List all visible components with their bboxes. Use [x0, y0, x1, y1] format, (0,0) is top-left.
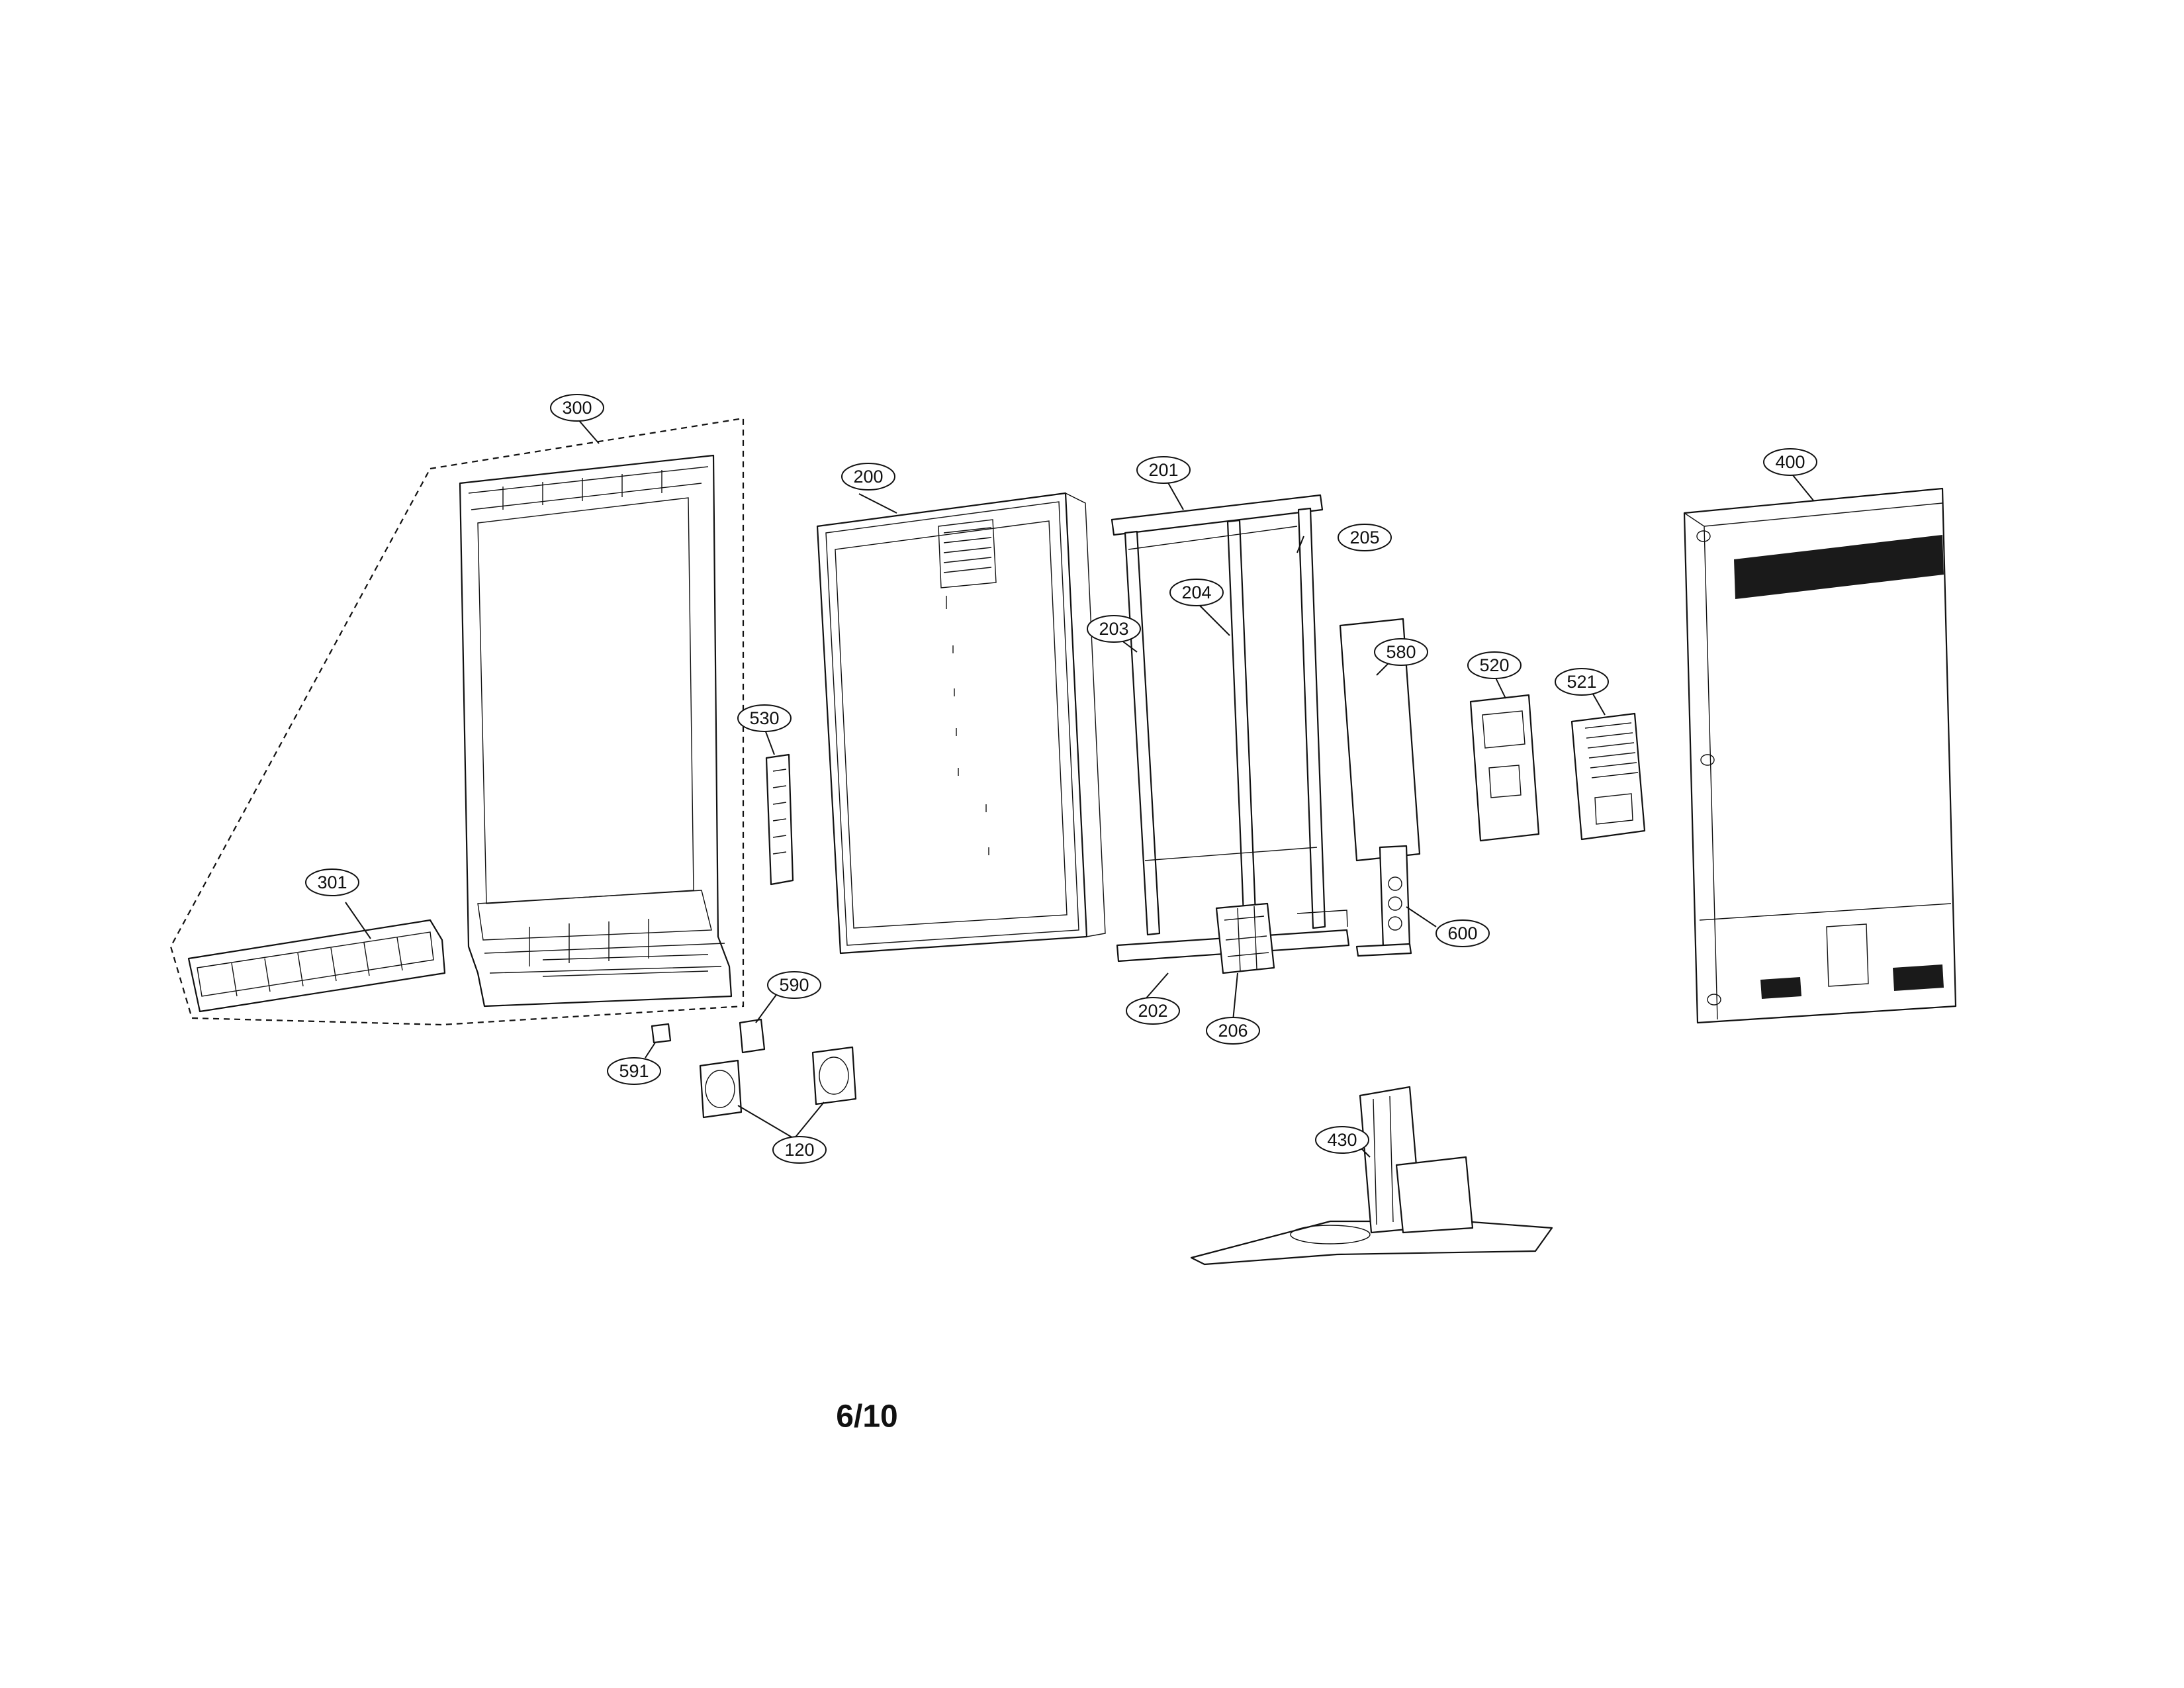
callout-120: 120	[772, 1136, 827, 1164]
callout-203: 203	[1087, 615, 1141, 643]
callout-201-label: 201	[1148, 460, 1178, 480]
callout-206: 206	[1206, 1017, 1260, 1045]
part-120-speakers	[699, 1046, 857, 1119]
part-580-sheet	[1339, 618, 1421, 862]
callout-120-label: 120	[784, 1140, 814, 1160]
callout-301: 301	[305, 868, 359, 896]
callout-530-label: 530	[749, 708, 779, 728]
callout-301-label: 301	[317, 872, 347, 892]
callout-590-label: 590	[779, 975, 809, 995]
callout-203-label: 203	[1099, 619, 1128, 639]
callout-200-label: 200	[853, 467, 883, 487]
part-430-stand	[1190, 1086, 1553, 1266]
callout-600-label: 600	[1447, 923, 1477, 943]
callout-300-label: 300	[562, 398, 592, 418]
callout-201: 201	[1136, 456, 1191, 484]
part-301-bottom-trim	[187, 919, 446, 1013]
part-200-lcd-panel	[816, 492, 1106, 955]
callout-591-label: 591	[619, 1061, 649, 1081]
callout-300: 300	[550, 394, 604, 422]
callout-521: 521	[1555, 668, 1609, 696]
part-521-shield-board	[1570, 712, 1646, 841]
part-300-front-cabinet	[459, 454, 733, 1008]
callout-200: 200	[841, 463, 895, 491]
callout-580: 580	[1374, 638, 1428, 666]
part-400-back-cover	[1683, 487, 1957, 1024]
callout-206-label: 206	[1218, 1021, 1248, 1041]
callout-202-label: 202	[1138, 1001, 1167, 1021]
part-530-control-keys	[765, 753, 794, 886]
part-206-stand-bracket	[1215, 902, 1275, 974]
part-591-small-board	[651, 1023, 672, 1044]
callout-205: 205	[1338, 524, 1392, 551]
callout-520-label: 520	[1479, 655, 1509, 675]
part-520-main-board	[1469, 694, 1540, 842]
callout-521-label: 521	[1567, 672, 1596, 692]
callout-600: 600	[1435, 919, 1490, 947]
callout-520: 520	[1467, 651, 1522, 679]
callout-400-label: 400	[1775, 452, 1805, 472]
callout-580-label: 580	[1386, 642, 1416, 662]
leader-lines	[345, 418, 1814, 1158]
callout-204: 204	[1169, 579, 1224, 606]
page-number: 6/10	[836, 1399, 897, 1434]
part-600-terminal-bracket	[1355, 845, 1412, 957]
callout-591: 591	[607, 1057, 661, 1085]
callout-430: 430	[1315, 1126, 1369, 1154]
callout-530: 530	[737, 704, 792, 732]
callout-430-label: 430	[1327, 1130, 1357, 1150]
callout-400: 400	[1763, 448, 1817, 476]
part-201-205-support-frame	[1111, 494, 1350, 962]
part-590-small-board	[739, 1018, 766, 1054]
callout-204-label: 204	[1181, 583, 1211, 602]
callout-202: 202	[1126, 997, 1180, 1025]
callout-205-label: 205	[1349, 528, 1379, 547]
callout-590: 590	[767, 971, 821, 999]
